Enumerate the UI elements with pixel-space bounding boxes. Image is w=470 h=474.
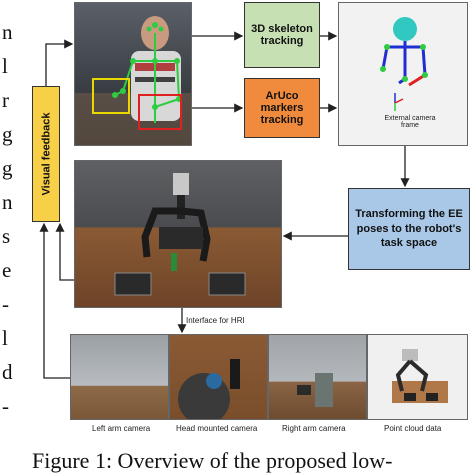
left-text-fragment: n [2, 190, 13, 214]
arrow-feedback-to-person [45, 39, 74, 86]
right-hand-bbox [138, 94, 182, 130]
right-arm-camera-image [268, 334, 367, 420]
left-arm-camera-image [70, 334, 169, 420]
right-arm-camera-caption: Right arm camera [282, 424, 346, 433]
arrow-robot-to-feedback [55, 222, 74, 281]
robot-simulation-image [74, 160, 282, 308]
head-camera-scene [178, 359, 240, 419]
head-camera-caption: Head mounted camera [176, 424, 258, 433]
point-cloud-image [367, 334, 468, 420]
aruco-tracking-label: ArUco markers tracking [260, 90, 304, 126]
left-text-fragment: r [2, 88, 9, 112]
left-text-fragment: d [2, 360, 13, 384]
left-text-fragment: l [2, 326, 8, 350]
skeleton-render [380, 17, 428, 111]
figure-caption: Figure 1: Overview of the proposed low- [32, 448, 393, 473]
external-camera-label: External camera frame [384, 115, 436, 129]
skeleton-tracking-box: 3D skeleton tracking [244, 2, 320, 68]
left-text-fragment: n [2, 20, 13, 44]
point-cloud-caption: Point cloud data [384, 424, 442, 433]
skeleton-overlay [75, 16, 191, 145]
left-text-fragment: - [2, 394, 9, 418]
aruco-tracking-box: ArUco markers tracking [244, 78, 320, 138]
robot-scene [114, 173, 246, 296]
left-arm-camera-caption: Left arm camera [92, 424, 151, 433]
point-cloud-scene [392, 349, 448, 403]
left-hand-bbox [92, 78, 130, 114]
right-camera-scene [297, 373, 333, 407]
left-text-fragment: l [2, 54, 8, 78]
left-column-text: n l r g g n s e - l d - [0, 0, 28, 466]
visual-feedback-label: Visual feedback [40, 112, 53, 196]
left-text-fragment: - [2, 292, 9, 316]
skeleton-render-image: External camera frame [338, 2, 468, 146]
skeleton-tracking-label: 3D skeleton tracking [251, 23, 313, 47]
arrow-cameras-to-feedback [39, 222, 70, 379]
left-text-fragment: g [2, 122, 13, 146]
transform-label: Transforming the EE poses to the robot's… [355, 207, 463, 250]
transform-box: Transforming the EE poses to the robot's… [348, 188, 470, 270]
left-text-fragment: e [2, 258, 12, 282]
left-text-fragment: s [2, 224, 11, 248]
person-tracking-image [74, 2, 192, 146]
left-text-fragment: g [2, 156, 13, 180]
head-camera-image [169, 334, 268, 420]
visual-feedback-box: Visual feedback [32, 86, 60, 222]
interface-label: Interface for HRI [186, 316, 245, 325]
